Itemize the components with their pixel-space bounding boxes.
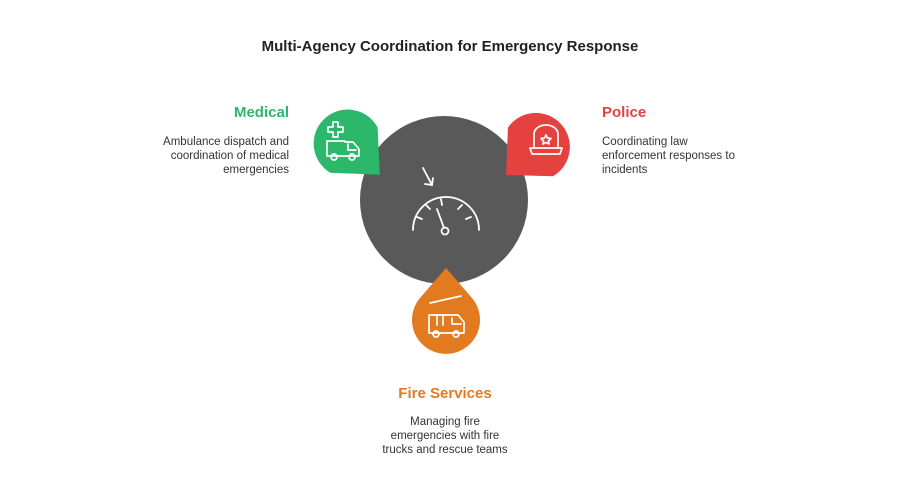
central-hub — [360, 116, 528, 284]
fire-truck-icon — [428, 295, 465, 338]
medical-heading: Medical — [233, 104, 289, 121]
fire-node — [412, 268, 480, 354]
medical-node — [313, 109, 380, 175]
police-cap-icon — [529, 124, 563, 155]
diagram-title: Multi-Agency Coordination for Emergency … — [261, 38, 639, 55]
fire-services-heading: Fire Services — [398, 385, 492, 402]
fire-services-description: Managing fire emergencies with fire truc… — [382, 416, 508, 456]
police-description: Coordinating law enforcement responses t… — [602, 136, 735, 176]
police-drop — [506, 112, 570, 177]
police-node — [506, 112, 570, 177]
ambulance-icon — [326, 121, 360, 161]
medical-description: Ambulance dispatch and coordination of m… — [163, 136, 289, 176]
police-heading: Police — [602, 104, 647, 121]
speedometer-icon — [412, 167, 480, 236]
